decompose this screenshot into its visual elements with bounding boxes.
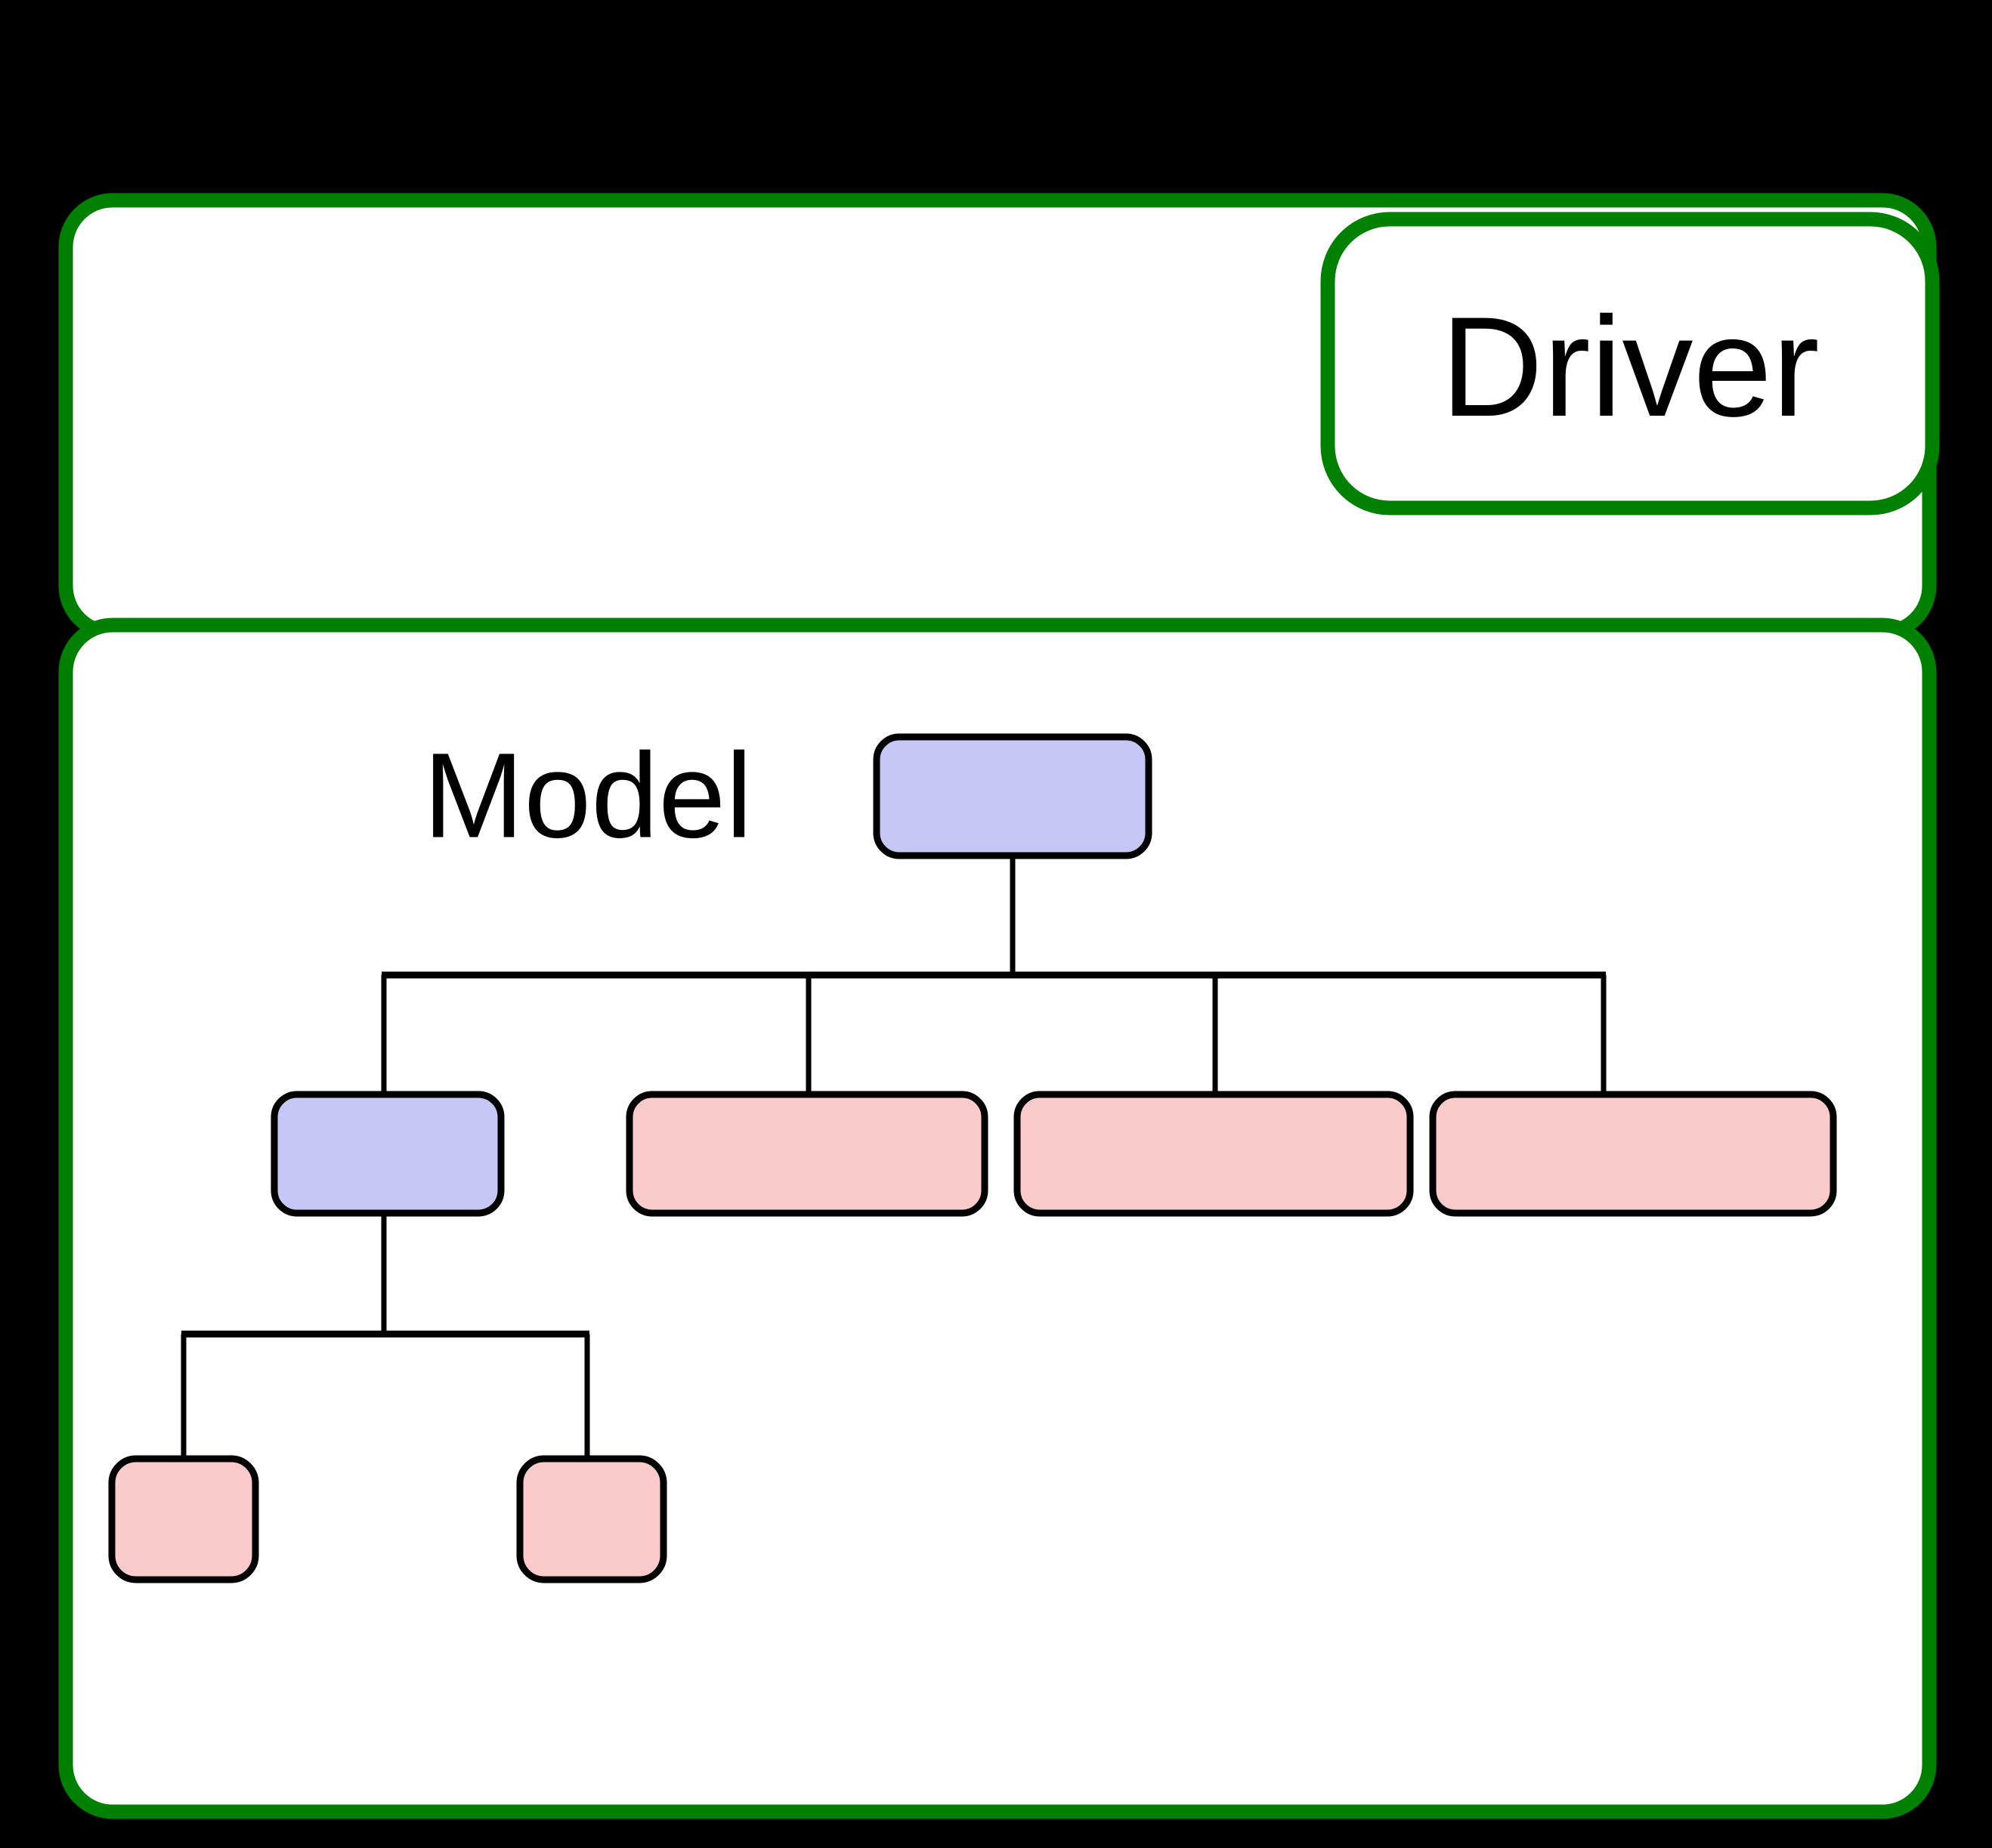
tree-node-leaf-1[interactable] bbox=[108, 1455, 259, 1583]
tree-edges bbox=[181, 856, 1607, 1459]
tree-node-child-1[interactable] bbox=[271, 1091, 505, 1217]
tree-node-child-4[interactable] bbox=[1429, 1091, 1837, 1217]
tree-nodes bbox=[108, 733, 1837, 1583]
tree-node-root[interactable] bbox=[873, 733, 1152, 859]
driver-label: Driver bbox=[1440, 287, 1819, 446]
tree-node-child-3[interactable] bbox=[1013, 1091, 1414, 1217]
tree-node-leaf-2[interactable] bbox=[516, 1455, 667, 1583]
model-label: Model bbox=[423, 728, 753, 863]
driver-node[interactable] bbox=[1320, 212, 1940, 515]
tree-node-child-2[interactable] bbox=[626, 1091, 988, 1217]
